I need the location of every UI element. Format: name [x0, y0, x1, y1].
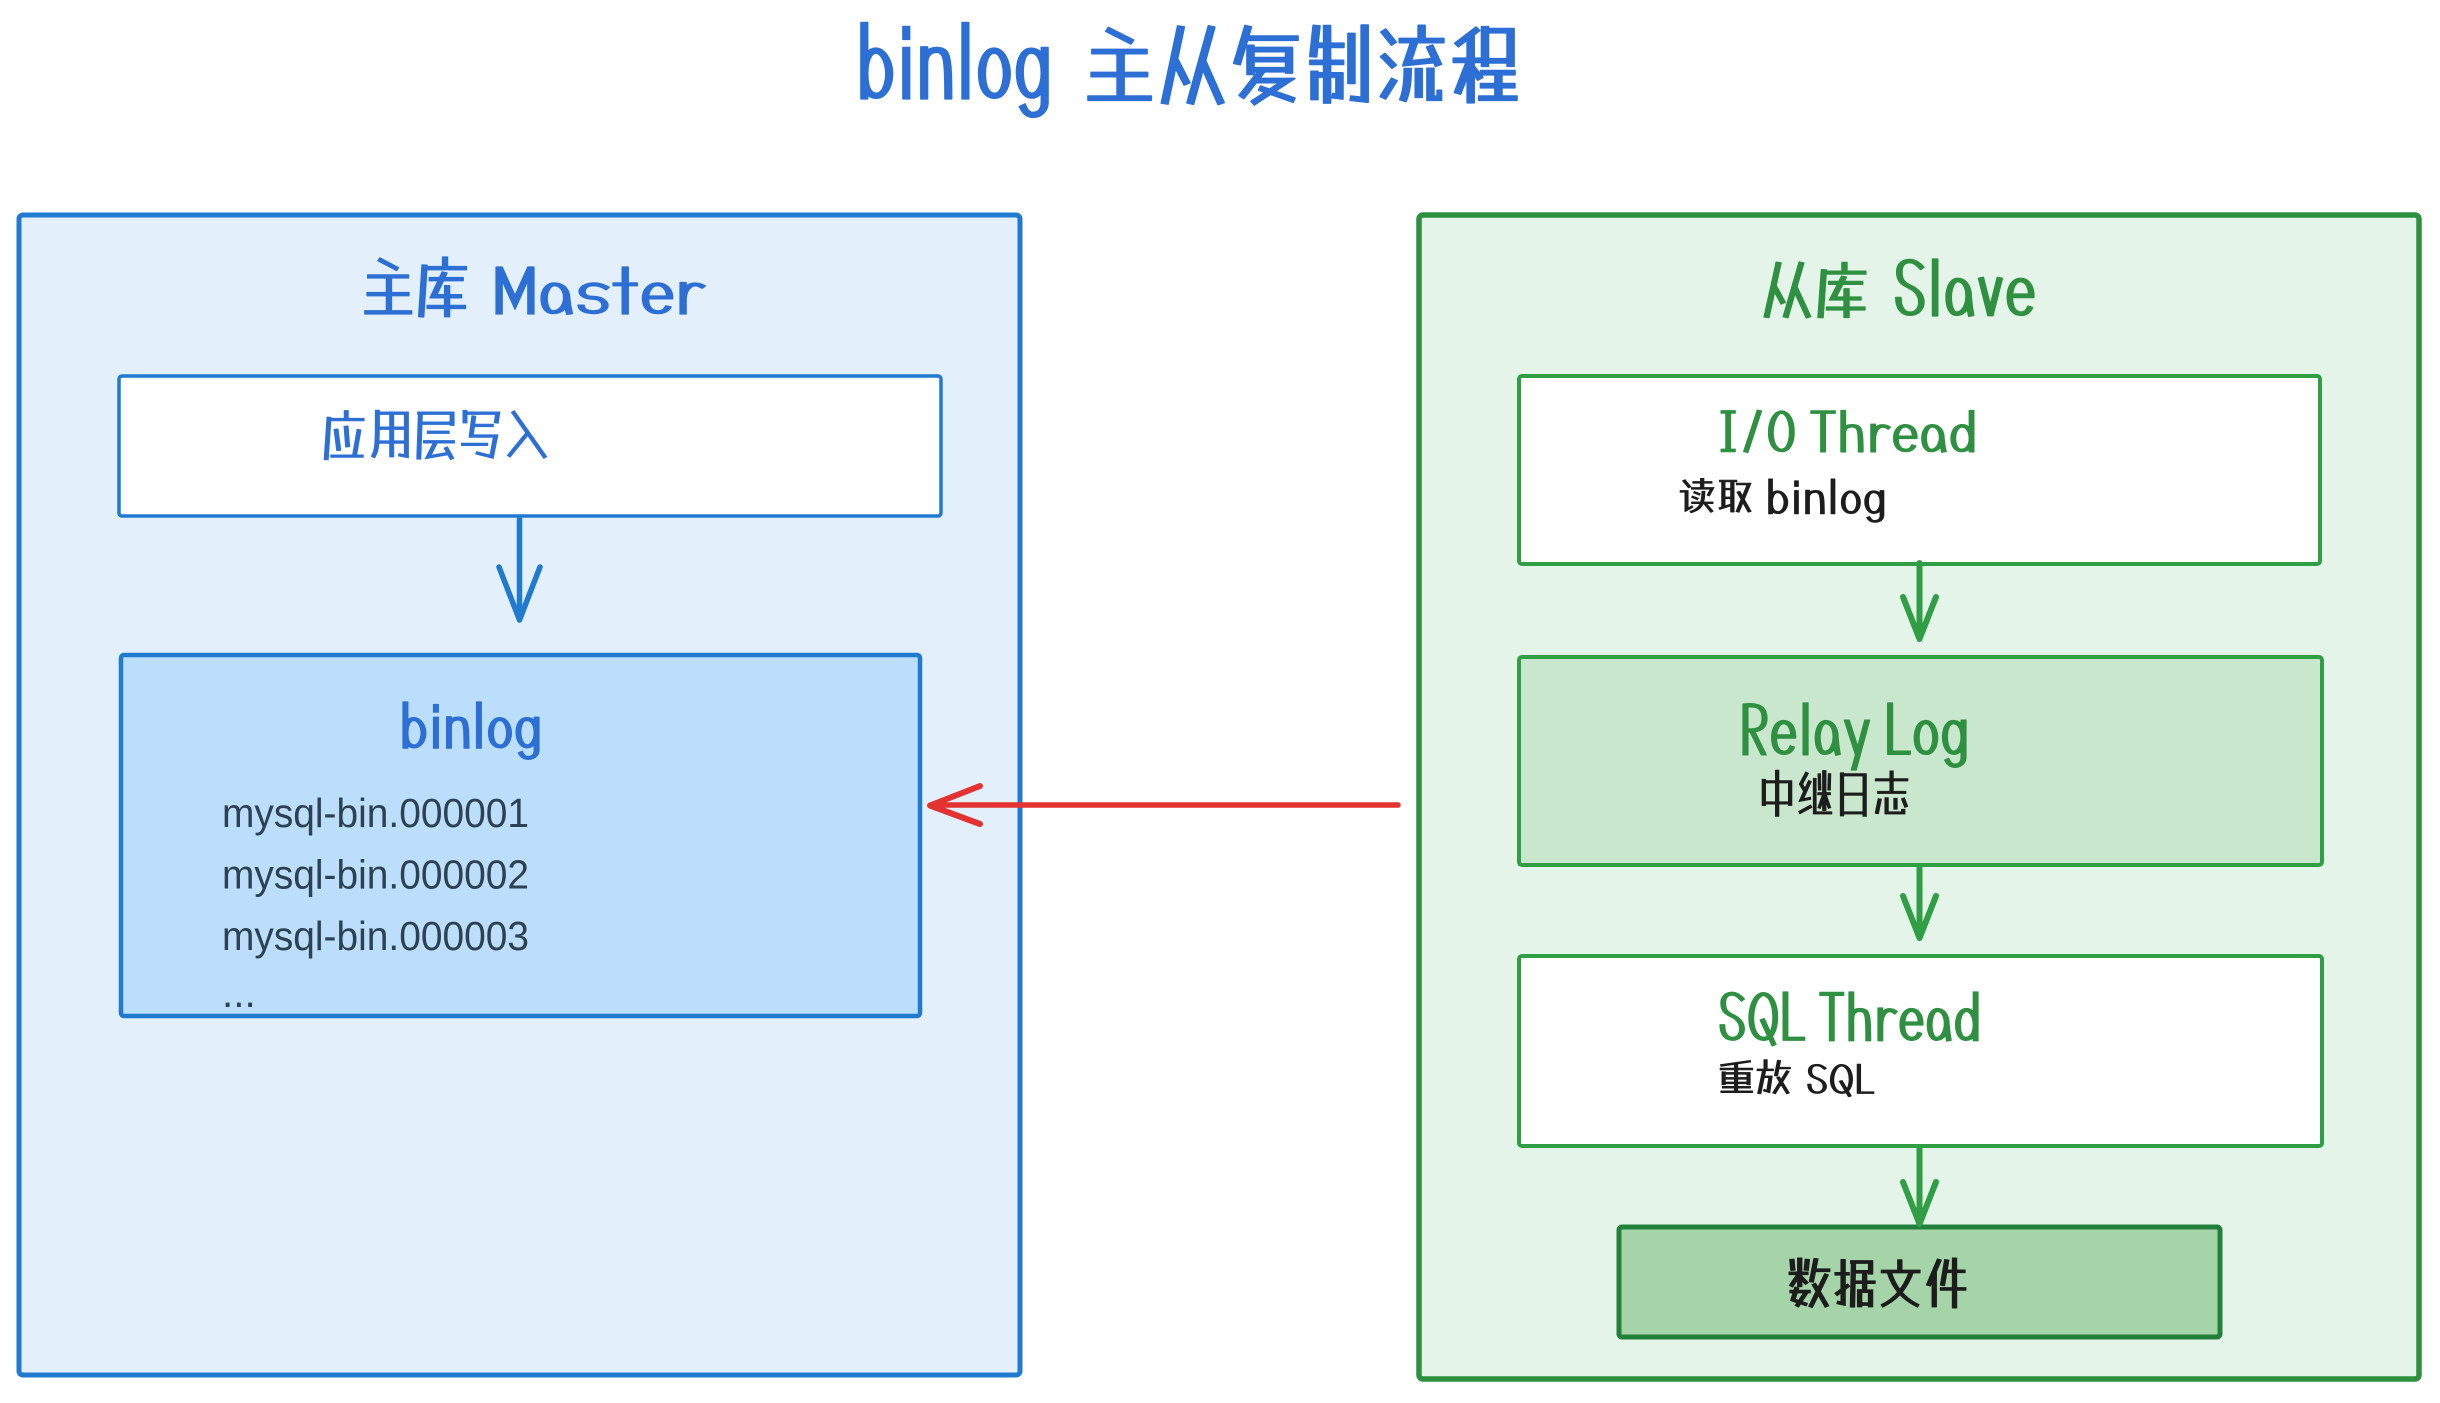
svg-text:...: ...: [222, 970, 256, 1016]
svg-text:mysql-bin.000001: mysql-bin.000001: [222, 790, 529, 836]
svg-text:mysql-bin.000003: mysql-bin.000003: [222, 913, 529, 959]
svg-text:mysql-bin.000002: mysql-bin.000002: [222, 852, 529, 898]
